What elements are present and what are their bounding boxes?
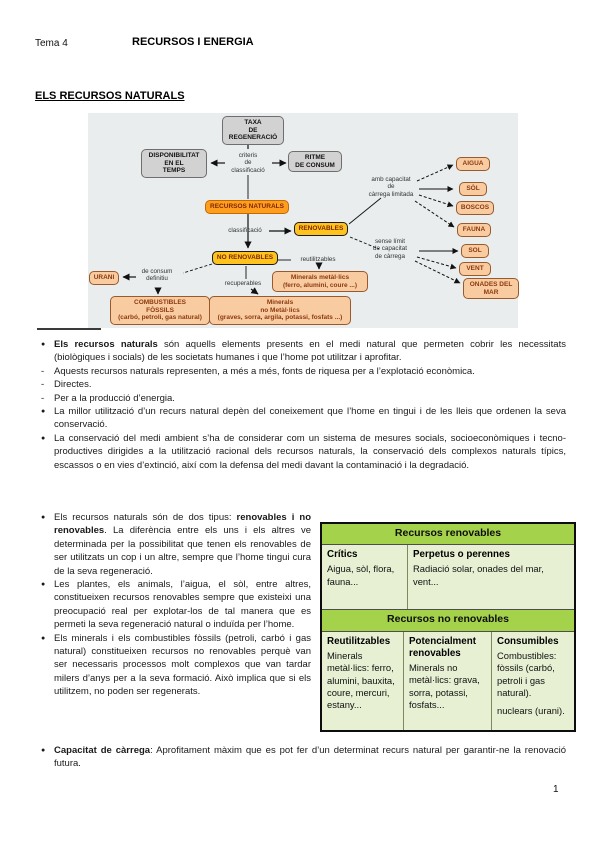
bullet-marker: ● bbox=[41, 514, 46, 521]
node-vent: VENT bbox=[459, 262, 491, 276]
node-renovables: RENOVABLES bbox=[294, 222, 348, 236]
bullet-marker: - bbox=[41, 379, 45, 391]
list-item: ● Els recursos naturals són aquells elem… bbox=[35, 338, 566, 365]
node-ritme-consum: RITME DE CONSUM bbox=[288, 151, 342, 173]
node-fauna: FAUNA bbox=[457, 223, 491, 237]
page-title: RECURSOS I ENERGIA bbox=[132, 36, 254, 48]
bullet-text: Els minerals i els combustibles fòssils … bbox=[54, 632, 311, 698]
node-combustibles-fossils: COMBUSTIBLES FÒSSILS (carbó, petroli, ga… bbox=[110, 296, 210, 325]
table-cell-critics: Crítics Aigua, sòl, flora, fauna... bbox=[322, 545, 408, 610]
bullet-marker: ● bbox=[41, 634, 46, 642]
table-cell-reutilitzables: Reutilitzables Minerals metàl·lics: ferr… bbox=[322, 631, 404, 730]
concept-map-arrows bbox=[122, 136, 461, 295]
label-classificacio: classificació bbox=[228, 227, 262, 234]
label-consum-definitiu: de consum definitiu bbox=[141, 268, 173, 283]
list-item: - Directes. bbox=[35, 378, 566, 391]
bullet-marker: ● bbox=[41, 434, 46, 442]
label-reutilitzables: reutilitzables bbox=[300, 256, 336, 263]
bullet-text: Aquests recursos naturals representen, a… bbox=[54, 365, 475, 377]
node-minerals-no-metallics: Minerals no Metàl·lics (graves, sorra, a… bbox=[209, 296, 351, 325]
table-row: Reutilitzables Minerals metàl·lics: ferr… bbox=[322, 631, 574, 730]
list-item: ● Els minerals i els combustibles fòssil… bbox=[35, 632, 311, 699]
node-recursos-naturals: RECURSOS NATURALS bbox=[205, 200, 289, 214]
bullet-list-types: Recursos renovables Crítics Aigua, sòl, … bbox=[35, 511, 576, 771]
node-aigua: AIGUA bbox=[456, 157, 490, 171]
bullet-list-top: ● Els recursos naturals són aquells elem… bbox=[35, 338, 566, 472]
node-minerals-metallics: Minerals metàl·lics (ferro, alumini, cou… bbox=[272, 271, 368, 293]
section-title: ELS RECURSOS NATURALS bbox=[35, 90, 185, 102]
resources-table: Recursos renovables Crítics Aigua, sòl, … bbox=[320, 522, 576, 732]
bullet-marker: ● bbox=[41, 746, 46, 754]
bullet-marker: ● bbox=[41, 408, 46, 416]
list-item: ● Els recursos naturals són de dos tipus… bbox=[35, 511, 311, 578]
bullet-marker: - bbox=[41, 365, 45, 377]
bullet-text: Per a la producció d’energia. bbox=[54, 392, 175, 404]
node-taxa-regeneracio: TAXA DE REGENERACIÓ bbox=[222, 116, 284, 145]
page-number: 1 bbox=[553, 784, 559, 795]
list-item: ● La conservació del medi ambient s’ha d… bbox=[35, 432, 566, 472]
bullet-text: Capacitat de càrrega: Aprofitament màxim… bbox=[54, 744, 566, 770]
list-item-capacitat: ● Capacitat de càrrega: Aprofitament màx… bbox=[35, 744, 566, 771]
table-header-renovables: Recursos renovables bbox=[322, 524, 574, 546]
label-sense-limit-carrega: sense límit de capacitat de càrrega bbox=[373, 238, 407, 260]
bullet-text: Els recursos naturals són aquells elemen… bbox=[54, 339, 566, 364]
bullet-marker: ● bbox=[41, 341, 46, 348]
table-row: Crítics Aigua, sòl, flora, fauna... Perp… bbox=[322, 545, 574, 610]
topic-label: Tema 4 bbox=[35, 38, 68, 49]
bullet-text: Directes. bbox=[54, 379, 92, 391]
table-cell-potencialment: Potencialment renovables Minerals no met… bbox=[404, 631, 492, 730]
table-cell-consumibles: Consumibles Combustibles: fòssils (carbó… bbox=[497, 635, 565, 717]
bullet-text: Els recursos naturals són de dos tipus: … bbox=[54, 512, 311, 577]
node-boscos: BOSCOS bbox=[456, 201, 494, 215]
list-item: - Aquests recursos naturals representen,… bbox=[35, 365, 566, 378]
concept-map: TAXA DE REGENERACIÓ DISPONIBILITAT EN EL… bbox=[88, 113, 519, 328]
node-sol-recurs: SÒL bbox=[459, 182, 487, 196]
bullet-text: La conservació del medi ambient s’ha de … bbox=[54, 432, 566, 471]
table-header-no-renovables: Recursos no renovables bbox=[322, 609, 574, 632]
margin-rule bbox=[37, 328, 101, 330]
node-sol-energia: SOL bbox=[461, 244, 489, 258]
bullet-text: La millor utilització d’un recurs natura… bbox=[54, 406, 566, 431]
node-no-renovables: NO RENOVABLES bbox=[212, 251, 278, 265]
bullet-marker: ● bbox=[41, 581, 46, 589]
bullet-text: Les plantes, els animals, l’aigua, el sò… bbox=[54, 579, 311, 631]
node-urani: URANI bbox=[89, 271, 119, 285]
label-criteris-classificacio: criteris de classificació bbox=[231, 152, 265, 174]
node-onades-del-mar: ONADES DEL MAR bbox=[463, 278, 519, 300]
label-recuperables: recuperables bbox=[224, 280, 262, 287]
node-disponibilitat-temps: DISPONIBILITAT EN EL TEMPS bbox=[141, 149, 207, 178]
list-item: ● Les plantes, els animals, l’aigua, el … bbox=[35, 578, 311, 632]
label-amb-capacitat-carrega: amb capacitat de càrrega limitada bbox=[368, 176, 414, 198]
list-item: - Per a la producció d’energia. bbox=[35, 392, 566, 405]
list-item: ● La millor utilització d’un recurs natu… bbox=[35, 405, 566, 432]
bullet-marker: - bbox=[41, 392, 45, 404]
table-cell-perpetus: Perpetus o perennes Radiació solar, onad… bbox=[413, 549, 544, 587]
